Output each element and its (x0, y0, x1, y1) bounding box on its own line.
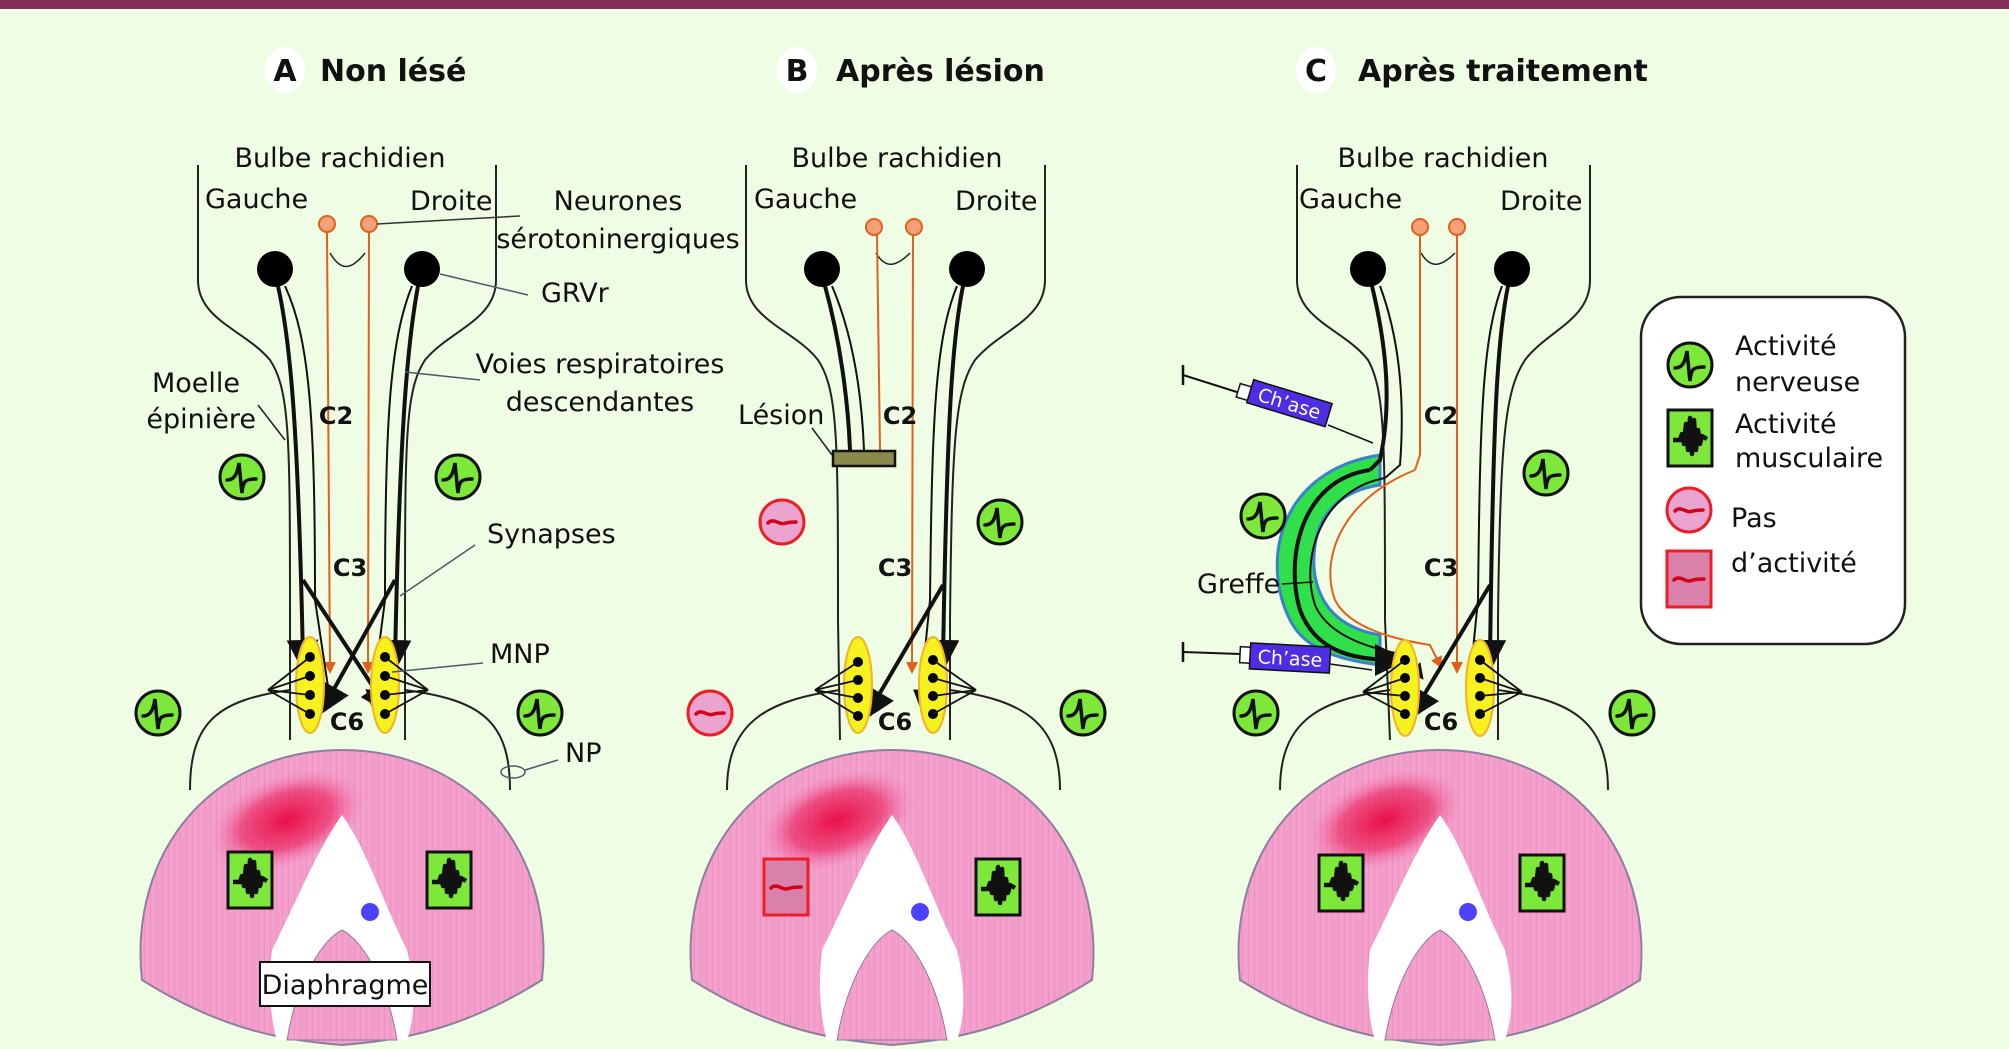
muscle-activity-icon (1319, 855, 1363, 911)
annotation-pathways-1: Voies respiratoires (476, 349, 725, 380)
left-label: Gauche (1299, 184, 1402, 215)
panel-c: Bulbe rachidien Gauche Droite Ch’ase (1181, 143, 1656, 1046)
serotonergic-neuron (318, 215, 336, 233)
panel-b: Bulbe rachidien Gauche Droite Lésion C2 … (686, 143, 1107, 1046)
nerve-activity-icon (1232, 689, 1280, 737)
no-activity-icon (758, 498, 806, 546)
serotonergic-axon (362, 231, 375, 674)
panel-a-letter: A (273, 54, 297, 89)
legend-item-3-line1: Pas (1731, 503, 1777, 534)
descending-pathway (379, 285, 420, 672)
diaphragm-label-box (259, 961, 431, 1007)
bulbe-label: Bulbe rachidien (792, 143, 1003, 174)
annotation-serotonergic-1: Neurones (554, 186, 683, 217)
legend-item-3-line2: d’activité (1731, 548, 1857, 579)
annotation-spinal-cord-1: Moelle (152, 368, 240, 399)
graft-label: Greffe (1197, 569, 1280, 600)
right-label: Droite (955, 186, 1038, 217)
no-activity-icon (686, 689, 734, 737)
mnp-pool-right (370, 636, 400, 734)
grvr-neuron-left (257, 251, 293, 287)
panel-c-letter: C (1305, 54, 1327, 89)
panel-a: Bulbe rachidien Gauche Droite C2 C3 (134, 143, 740, 1046)
panel-c-heading: Après traitement (1358, 54, 1648, 89)
level-c6: C6 (878, 708, 912, 736)
nerve-activity-icon (134, 689, 182, 737)
panel-b-badge (777, 47, 817, 93)
bulbe-label: Bulbe rachidien (1338, 143, 1549, 174)
top-accent-bar (0, 0, 2009, 9)
right-label: Droite (1500, 186, 1583, 217)
nerve-activity-icon (434, 453, 482, 501)
annotation-grvr: GRVr (541, 278, 610, 309)
left-label: Gauche (205, 184, 308, 215)
level-c2: C2 (883, 402, 917, 430)
nerve-activity-icon (516, 689, 564, 737)
panel-c-badge (1296, 47, 1336, 93)
level-c3: C3 (878, 554, 912, 582)
panel-a-title: A Non lésé (265, 47, 466, 93)
muscle-activity-icon (228, 852, 272, 908)
legend: Activité nerveuse Activité musculaire Pa… (1639, 295, 1907, 646)
level-c6: C6 (1424, 708, 1458, 736)
grvr-neuron-right (404, 251, 440, 287)
right-label: Droite (410, 186, 493, 217)
nerve-activity-icon (1522, 449, 1570, 497)
level-c3: C3 (1424, 554, 1458, 582)
legend-item-2-line2: musculaire (1735, 443, 1883, 474)
panel-a-badge (265, 47, 305, 93)
muscle-activity-icon (1520, 855, 1564, 911)
legend-item-2-line1: Activité (1735, 409, 1837, 440)
syringe-label: Ch’ase (1257, 646, 1323, 671)
phrenic-nerve-right (404, 689, 511, 791)
nerve-activity-icon (1608, 689, 1656, 737)
phrenic-nerve-left (189, 689, 291, 791)
lesion-marker (831, 449, 897, 468)
diaphragm (689, 749, 1095, 1046)
panel-b-letter: B (786, 54, 809, 89)
level-c2: C2 (319, 402, 353, 430)
nerve-activity-icon (1059, 689, 1107, 737)
nerve-activity-icon (1239, 492, 1287, 540)
legend-no-activity-circle-icon (1665, 486, 1713, 534)
panel-b-heading: Après lésion (836, 54, 1045, 89)
annotation-pathways-2: descendantes (506, 387, 694, 418)
syringe-lower: Ch’ase (1181, 642, 1373, 674)
annotation-mnp: MNP (490, 639, 550, 670)
panel-a-heading: Non lésé (320, 54, 466, 89)
left-label: Gauche (754, 184, 857, 215)
muscle-activity-icon (427, 852, 471, 908)
level-c3: C3 (333, 554, 367, 582)
nerve-activity-icon (218, 453, 266, 501)
legend-item-1-line1: Activité (1735, 331, 1837, 362)
nerve-activity-icon (976, 498, 1024, 546)
muscle-activity-icon (976, 859, 1020, 915)
annotation-spinal-cord-2: épinière (146, 404, 256, 435)
legend-no-activity-square-icon (1665, 549, 1713, 609)
diaphragm-label: Diaphragme (262, 970, 429, 1001)
legend-muscle-activity-icon (1668, 410, 1712, 466)
annotation-serotonergic-2: sérotoninergiques (496, 224, 739, 255)
bulbe-label: Bulbe rachidien (235, 143, 446, 174)
descending-pathway (276, 285, 319, 672)
syringe-upper: Ch’ase (1181, 365, 1374, 444)
serotonergic-axon (323, 231, 336, 674)
legend-nerve-activity-icon (1666, 341, 1714, 389)
level-c2: C2 (1424, 402, 1458, 430)
lesion-label: Lésion (738, 400, 824, 431)
diaphragm (1237, 749, 1643, 1046)
spinal-cord-outline-right (404, 165, 497, 740)
serotonergic-neuron (360, 215, 378, 233)
legend-item-1-line2: nerveuse (1735, 367, 1860, 398)
level-c6: C6 (330, 708, 364, 736)
panel-b-title: B Après lésion (777, 47, 1045, 93)
annotation-np: NP (565, 738, 601, 769)
annotation-synapses: Synapses (487, 519, 616, 550)
panel-c-title: C Après traitement (1296, 47, 1648, 93)
spinal-cord-outline-left (197, 165, 291, 740)
no-muscle-activity-icon (762, 857, 810, 917)
